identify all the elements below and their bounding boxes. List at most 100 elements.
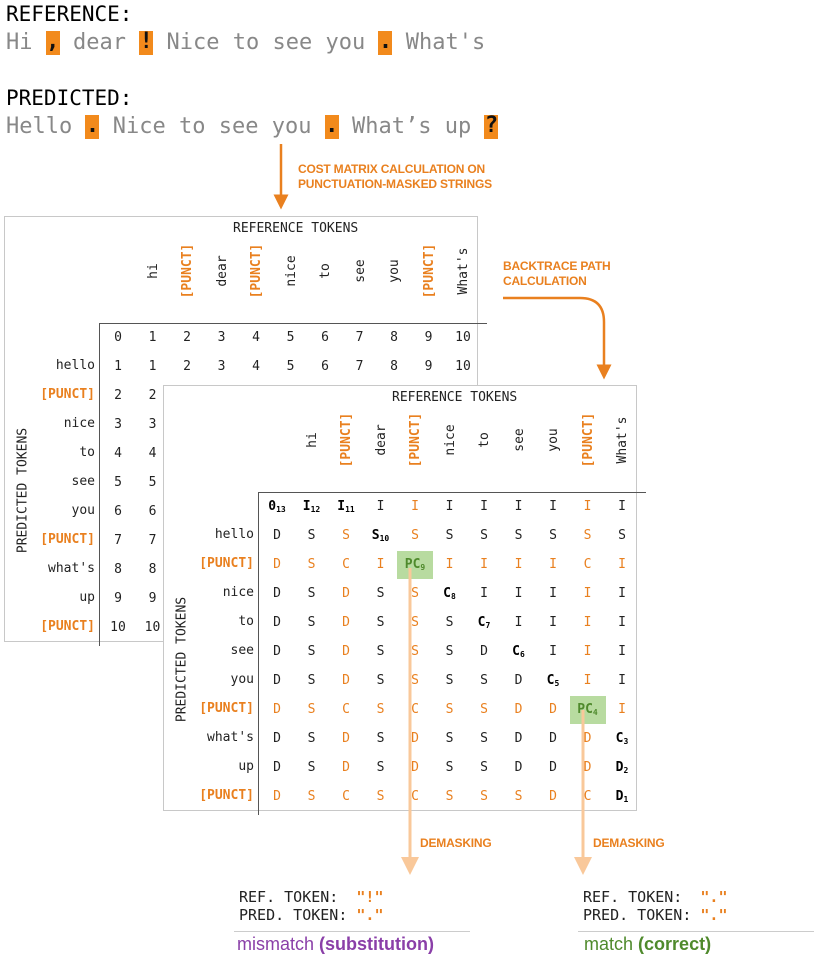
cell-value: S — [445, 644, 454, 659]
matrix-cell: D — [330, 673, 362, 688]
matrix-cell: 5 — [275, 330, 307, 345]
cell-value: S — [583, 528, 592, 543]
cell-value: D — [549, 760, 557, 775]
cell-value: I — [480, 586, 488, 601]
matrix-cell: D — [261, 760, 293, 775]
predicted-punct-token: ? — [484, 113, 499, 139]
matrix-cell: C6 — [503, 644, 535, 659]
matrix-cell: 4 — [102, 446, 134, 461]
footer-right-divider — [578, 931, 814, 932]
matrix-cell: 0 — [102, 330, 134, 345]
matrix-cell: D — [503, 702, 535, 717]
footer-left-verdict: mismatch (substitution) — [237, 934, 435, 954]
cell-value: D — [514, 760, 523, 775]
cell-value: C — [546, 673, 555, 688]
cell-value: C — [477, 615, 486, 630]
cell-value: D — [514, 702, 523, 717]
cell-value: 2 — [183, 330, 191, 345]
matrix-cell: 3 — [206, 330, 238, 345]
matrix-cell: 2 — [171, 359, 203, 374]
cell-value: S — [445, 615, 454, 630]
cell-value: S — [307, 731, 316, 746]
highlight-cell — [569, 696, 606, 724]
matrix-cell: I — [537, 615, 569, 630]
cell-value: 3 — [148, 417, 157, 432]
cell-value: 6 — [148, 504, 157, 519]
row-token: see — [230, 643, 254, 658]
cell-value: D — [514, 731, 523, 746]
matrix-cell: D — [261, 615, 293, 630]
matrix-cell: I — [468, 499, 500, 514]
matrix-cell: S — [296, 528, 328, 543]
cell-value: 4 — [252, 330, 260, 345]
grid-vline — [258, 492, 259, 815]
cell-value: S — [371, 528, 380, 543]
cell-value: S — [376, 615, 385, 630]
footer-left: REF. TOKEN: "!" PRED. TOKEN: "." — [239, 888, 384, 924]
cell-value: D — [273, 615, 281, 630]
matrix-cell: D — [330, 586, 362, 601]
cell-value: D — [342, 586, 350, 601]
cell-value: I — [514, 586, 523, 601]
matrix-cell: 8 — [102, 562, 134, 577]
cell-value: I — [514, 499, 523, 514]
grid-hline — [258, 492, 646, 493]
matrix-cell: S — [365, 673, 397, 688]
cell-value: S — [376, 760, 385, 775]
matrix-cell: I — [537, 557, 569, 572]
matrix-cell: 9 — [413, 359, 445, 374]
matrix-cell: S — [537, 528, 569, 543]
matrix-cell: 7 — [102, 533, 134, 548]
cell-value: D — [273, 760, 281, 775]
matrix-cell: S — [296, 760, 328, 775]
matrix-cell: D — [261, 731, 293, 746]
matrix-cell: D — [330, 760, 362, 775]
reference-word-token: you — [325, 30, 366, 55]
footer-right-verdict: match (correct) — [584, 934, 712, 954]
reference-word-token: to — [232, 30, 260, 55]
cell-value: 9 — [148, 591, 157, 606]
cell-value: 1 — [148, 359, 157, 374]
cell-value: C — [583, 789, 592, 804]
matrix-cell: I — [503, 586, 535, 601]
matrix-cell: C — [330, 789, 362, 804]
matrix-cell: C — [330, 557, 362, 572]
cell-value: 8 — [148, 562, 157, 577]
matrix-cell: 4 — [240, 359, 272, 374]
matrix-cell: I — [572, 586, 604, 601]
cell-value: 6 — [321, 330, 329, 345]
cell-value: 2 — [114, 388, 122, 403]
matrix-cell: S — [399, 615, 431, 630]
matrix-cell: 6 — [137, 504, 169, 519]
cell-value: D — [583, 731, 592, 746]
cell-step: 4 — [592, 708, 598, 717]
cell-value: I — [549, 644, 557, 659]
cell-value: 2 — [183, 359, 191, 374]
row-token: [PUNCT] — [40, 387, 95, 402]
cell-value: C — [583, 557, 592, 572]
matrix-cell: 3 — [137, 417, 169, 432]
cell-value: 8 — [114, 562, 122, 577]
cell-value: D — [549, 702, 557, 717]
matrix-cell: I — [572, 615, 604, 630]
matrix-cell: S — [399, 528, 431, 543]
cell-value: D — [342, 615, 350, 630]
matrix-cell: 1 — [137, 330, 169, 345]
row-token: what's — [207, 730, 254, 745]
matrix-cell: S — [434, 702, 466, 717]
cell-value: S — [376, 673, 385, 688]
cell-value: 10 — [455, 359, 471, 374]
matrix-cell: S — [468, 673, 500, 688]
predicted-word-token: Hello — [6, 114, 73, 139]
cell-value: 0 — [114, 330, 122, 345]
cell-step: 7 — [485, 621, 491, 630]
cell-value: 6 — [114, 504, 122, 519]
matrix-cell: I — [572, 673, 604, 688]
cell-value: D — [342, 673, 350, 688]
matrix-cell: S — [296, 644, 328, 659]
matrix-cell: 9 — [137, 591, 169, 606]
matrix-cell: 10 — [447, 359, 479, 374]
matrix-cell: S — [572, 528, 604, 543]
matrix-cell: 1 — [102, 359, 134, 374]
cell-value: S — [307, 644, 316, 659]
